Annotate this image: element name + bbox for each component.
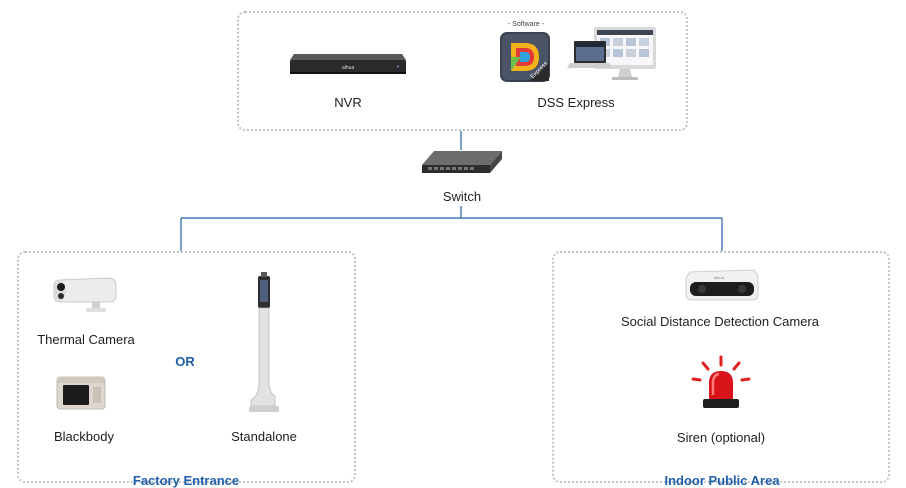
- thermal-camera-label: Thermal Camera: [37, 332, 135, 347]
- dss-express-logo-icon: [500, 32, 550, 82]
- blackbody-icon: [56, 376, 106, 410]
- nvr-icon: alhua: [290, 54, 406, 74]
- social-distance-camera-label: Social Distance Detection Camera: [621, 314, 819, 329]
- software-caption: - Software -: [507, 21, 545, 28]
- blackbody-label: Blackbody: [54, 429, 114, 444]
- factory-entrance-box: [17, 251, 356, 483]
- factory-entrance-title: Factory Entrance: [132, 473, 240, 488]
- dss-express-label: DSS Express: [537, 95, 615, 110]
- indoor-public-area-box: [552, 251, 890, 483]
- or-label: OR: [175, 354, 195, 369]
- siren-icon: [691, 355, 751, 408]
- standalone-label: Standalone: [231, 429, 297, 444]
- workstation-monitor-icon: [567, 27, 656, 80]
- standalone-terminal-icon: [249, 272, 279, 412]
- network-switch-icon: [422, 151, 502, 173]
- thermal-camera-icon: [53, 277, 117, 312]
- svg-text:alhua: alhua: [714, 275, 725, 280]
- nvr-label: NVR: [334, 95, 362, 110]
- indoor-public-area-title: Indoor Public Area: [664, 473, 780, 488]
- switch-label: Switch: [442, 189, 482, 204]
- social-distance-camera-icon: alhua: [685, 269, 759, 301]
- top-group-box: [237, 11, 688, 131]
- svg-text:alhua: alhua: [342, 65, 354, 71]
- siren-label: Siren (optional): [676, 430, 766, 445]
